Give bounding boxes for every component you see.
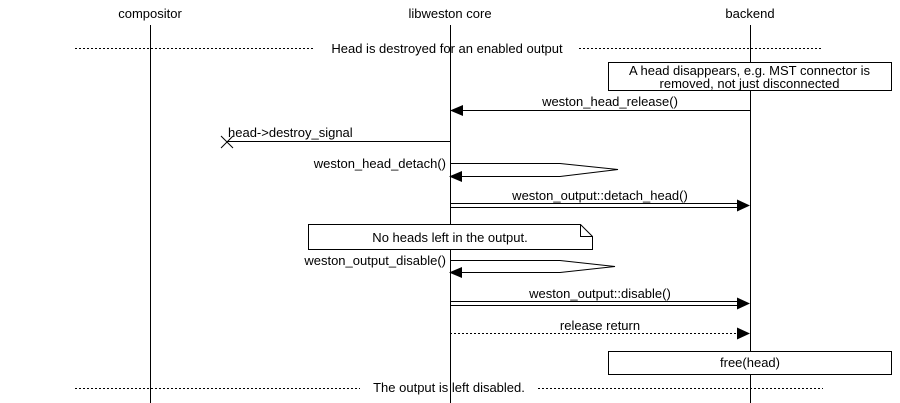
note-head-disappears-line1: A head disappears, e.g. MST connector is — [628, 63, 871, 78]
box-free-head-label: free(head) — [720, 355, 780, 370]
selfcall-head-detach-loop — [450, 163, 619, 177]
selfcall-head-detach-arrowhead — [449, 171, 462, 182]
arrow-release-return-head — [737, 327, 750, 340]
divider-top-label: Head is destroyed for an enabled output — [331, 41, 563, 56]
message-label-destroy-signal: head->destroy_signal — [228, 125, 353, 140]
message-label-detach-head: weston_output::detach_head() — [512, 188, 688, 203]
note-box-no-heads-fold — [580, 224, 593, 237]
message-label-output-disable-call: weston_output_disable() — [304, 253, 446, 268]
message-label-head-release: weston_head_release() — [542, 94, 678, 109]
message-label-head-detach: weston_head_detach() — [313, 156, 446, 171]
lost-message-cross-2 — [220, 135, 234, 149]
actor-label-backend: backend — [725, 6, 775, 21]
note-head-disappears: A head disappears, e.g. MST connector is… — [608, 64, 891, 90]
box-free-head — [608, 351, 892, 375]
arrow-head-release-head — [450, 105, 463, 116]
arrow-output-disable-head — [737, 297, 750, 310]
note-box-no-heads — [308, 224, 593, 250]
arrow-detach-head-head — [737, 199, 750, 212]
note-no-heads-label: No heads left in the output. — [372, 230, 528, 245]
note-box-head-disappears — [608, 62, 892, 91]
actor-label-libweston-core: libweston core — [408, 6, 492, 21]
actor-label-compositor: compositor — [118, 6, 182, 21]
divider-bottom-label: The output is left disabled. — [373, 380, 525, 395]
selfcall-output-disable-arrowhead — [449, 267, 462, 278]
message-label-output-disable: weston_output::disable() — [529, 286, 671, 301]
message-label-release-return: release return — [559, 318, 641, 333]
note-head-disappears-line2: removed, not just disconnected — [659, 76, 840, 91]
selfcall-output-disable-loop — [450, 260, 616, 273]
